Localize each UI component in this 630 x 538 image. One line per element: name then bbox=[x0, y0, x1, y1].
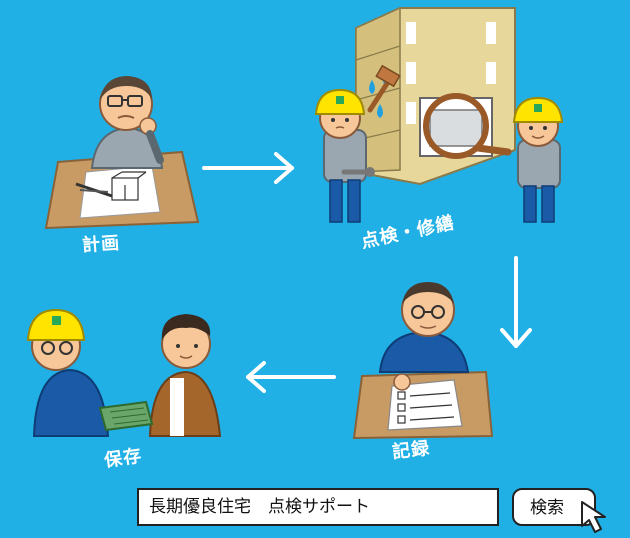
hammer-icon bbox=[367, 64, 401, 113]
step-label-record: 記録 bbox=[391, 438, 432, 463]
search-input[interactable]: 長期優良住宅 点検サポート bbox=[137, 488, 499, 526]
magnifier-icon bbox=[423, 93, 512, 159]
arrow-left-icon bbox=[246, 361, 336, 393]
wrench-icon bbox=[341, 167, 375, 177]
worker-handing bbox=[26, 308, 110, 437]
homeowner bbox=[148, 314, 222, 437]
pointer-cursor-icon bbox=[581, 501, 606, 533]
worker-left bbox=[314, 88, 367, 223]
step-label-plan: 計画 bbox=[81, 232, 121, 257]
record-scene bbox=[352, 282, 494, 440]
arrow-right-icon bbox=[202, 152, 294, 184]
planning-scene bbox=[44, 76, 200, 230]
inspection-scene bbox=[314, 6, 564, 223]
step-label-store: 保存 bbox=[102, 445, 144, 472]
storage-scene bbox=[26, 308, 222, 437]
worker-right bbox=[512, 96, 564, 223]
arrow-down-icon bbox=[500, 256, 532, 348]
recorder-body bbox=[378, 330, 470, 373]
